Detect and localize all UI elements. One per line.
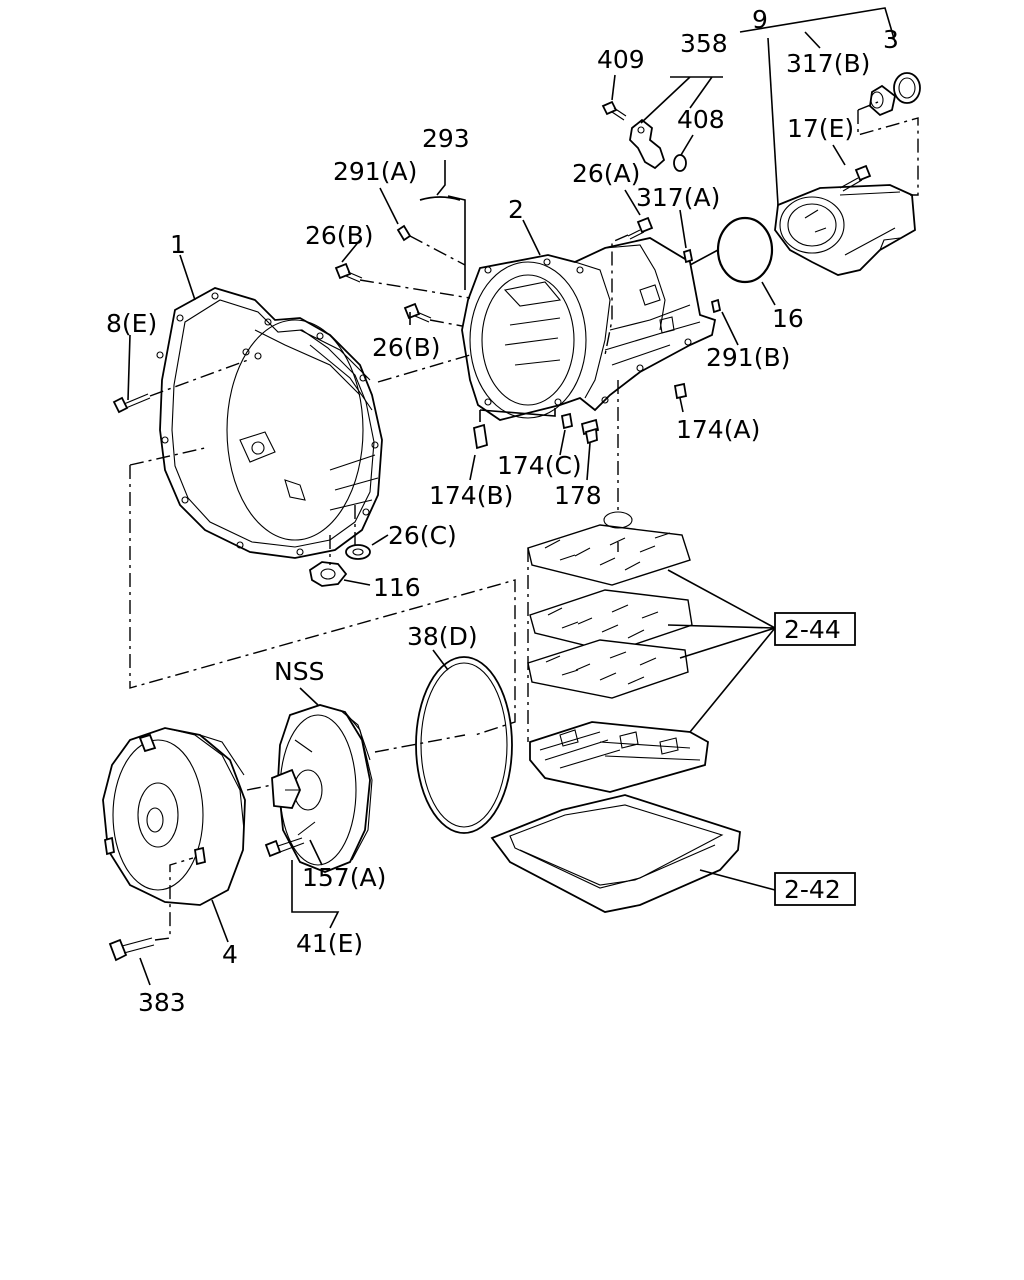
- label-291b: 291(B): [706, 343, 790, 372]
- bushing-part-317b: [869, 84, 896, 117]
- bolt-part-26a: [627, 216, 654, 240]
- label-116: 116: [373, 573, 421, 602]
- plug-part-174a: [673, 382, 688, 400]
- label-174b: 174(B): [429, 481, 513, 510]
- bolt-part-383: [108, 937, 155, 962]
- reference-box-2-42: 2-42: [774, 872, 856, 906]
- label-1: 1: [170, 230, 186, 259]
- leader-lines: [127, 7, 919, 986]
- bolt-part-26b-mid: [403, 302, 432, 323]
- oil-pan-part-2-42: [490, 794, 741, 913]
- label-157a: 157(A): [302, 863, 386, 892]
- transmission-case-part-2: [461, 237, 717, 421]
- washer-part-26c: [345, 544, 371, 560]
- label-ref-2-44: 2-44: [784, 615, 841, 644]
- o-ring-part-408: [673, 154, 687, 172]
- label-26b-mid: 26(B): [372, 333, 440, 362]
- washer-part-116: [308, 561, 348, 587]
- pin-part-291a: [396, 224, 412, 242]
- pin-part-317a: [682, 248, 694, 264]
- label-38d: 38(D): [407, 622, 478, 651]
- label-383: 383: [138, 988, 186, 1017]
- extension-housing-part-9: [774, 184, 916, 276]
- gasket-part-16: [716, 216, 774, 284]
- label-3: 3: [883, 25, 899, 54]
- label-4: 4: [222, 940, 238, 969]
- valve-body: [529, 721, 709, 793]
- label-174c: 174(C): [497, 451, 582, 480]
- label-178: 178: [554, 481, 602, 510]
- label-2: 2: [508, 195, 524, 224]
- valve-body-plates-part-2-44: [527, 511, 693, 699]
- bolt-part-409: [601, 100, 627, 121]
- plug-part-174c: [560, 412, 574, 430]
- plug-part-174b: [472, 423, 489, 450]
- bolt-part-8e: [112, 393, 151, 414]
- part-labels: 9 358 3 409 317(B) 408 293 17(E) 291(A) …: [106, 5, 899, 1017]
- label-174a: 174(A): [676, 415, 760, 444]
- label-358: 358: [680, 29, 728, 58]
- label-26a: 26(A): [572, 159, 640, 188]
- bolt-part-157a: [264, 837, 305, 858]
- label-9: 9: [752, 5, 768, 34]
- label-8e: 8(E): [106, 309, 157, 338]
- label-317a: 317(A): [636, 183, 720, 212]
- label-26c: 26(C): [388, 521, 457, 550]
- speed-sensor-part-358: [629, 118, 666, 170]
- label-41e: 41(E): [296, 929, 363, 958]
- label-317b: 317(B): [786, 49, 870, 78]
- label-ref-2-42: 2-42: [784, 875, 841, 904]
- torque-converter-part-4: [102, 727, 246, 906]
- clip-part-293: [419, 196, 461, 201]
- pin-part-291b: [710, 298, 722, 314]
- label-408: 408: [677, 105, 725, 134]
- label-17e: 17(E): [787, 114, 854, 143]
- bolt-part-26b-top: [334, 262, 363, 283]
- label-26b-top: 26(B): [305, 221, 373, 250]
- label-16: 16: [772, 304, 804, 333]
- label-409: 409: [597, 45, 645, 74]
- label-293: 293: [422, 124, 470, 153]
- bolt-part-17e: [839, 164, 872, 192]
- plug-part-178: [580, 418, 600, 445]
- reference-box-2-44: 2-44: [774, 612, 856, 646]
- label-nss: NSS: [274, 657, 324, 686]
- oil-pump-nss: [271, 704, 373, 873]
- seal-part-3: [893, 72, 921, 104]
- pump-gasket-part-38d: [415, 656, 513, 834]
- label-291a: 291(A): [333, 157, 417, 186]
- bell-housing-part-1: [156, 287, 383, 559]
